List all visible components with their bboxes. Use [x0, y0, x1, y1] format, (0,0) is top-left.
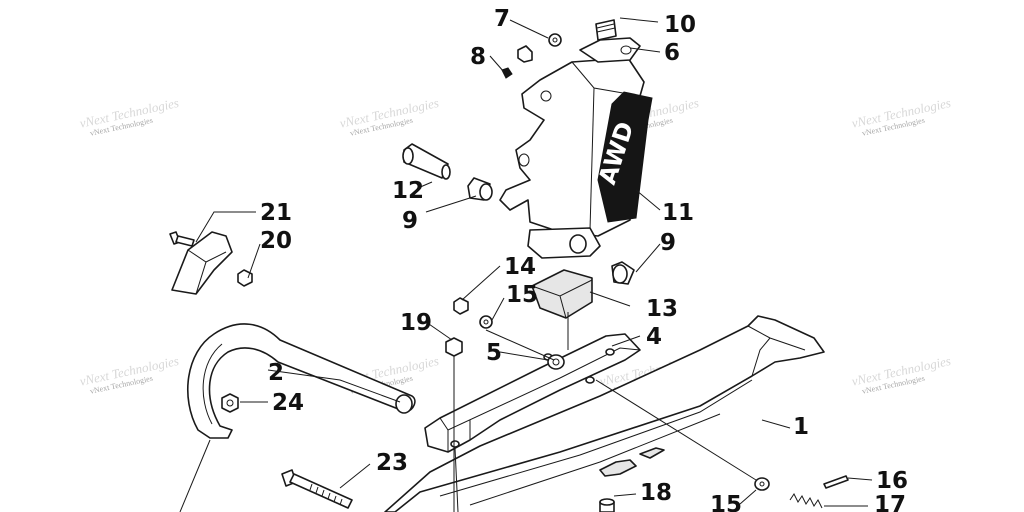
part-ski-saddle[interactable] — [424, 333, 641, 453]
callout-13[interactable]: 13 — [646, 296, 678, 322]
callout-20[interactable]: 20 — [260, 228, 292, 254]
part-spacer-18[interactable] — [599, 498, 615, 512]
part-spindle[interactable]: AWD — [499, 57, 653, 259]
watermark: vNext Technologies vNext Technologies — [850, 95, 952, 138]
part-bushing-9-right[interactable] — [611, 261, 635, 285]
part-fitting-8[interactable] — [501, 67, 513, 79]
part-washer-15-upper[interactable] — [479, 315, 493, 329]
watermark: vNext Technologies vNext Technologies — [338, 95, 440, 138]
part-bracket[interactable] — [171, 231, 233, 295]
part-nut-14[interactable] — [453, 297, 469, 315]
part-bolt-23[interactable] — [281, 469, 353, 509]
leader-lines — [179, 17, 873, 512]
part-bumper-13[interactable] — [531, 269, 593, 319]
part-ski[interactable] — [384, 315, 825, 512]
callout-2[interactable]: 2 — [268, 360, 284, 386]
part-bolt-10[interactable] — [595, 19, 617, 41]
watermark: vNext Technologies vNext Technologies — [78, 95, 180, 138]
callout-group: 1 2 4 5 6 7 8 9 9 10 11 12 13 14 15 15 1… — [260, 6, 908, 512]
callout-15-upper[interactable]: 15 — [506, 282, 538, 308]
callout-6[interactable]: 6 — [664, 40, 680, 66]
callout-4[interactable]: 4 — [646, 324, 662, 350]
callout-17[interactable]: 17 — [874, 492, 906, 512]
callout-1[interactable]: 1 — [793, 414, 809, 440]
part-washer-15-lower[interactable] — [754, 477, 770, 491]
callout-15-lower[interactable]: 15 — [710, 492, 742, 512]
part-ski-handle[interactable] — [186, 323, 416, 439]
part-washer-5[interactable] — [547, 354, 565, 370]
part-bushing-9-left[interactable] — [467, 177, 493, 201]
callout-19[interactable]: 19 — [400, 310, 432, 336]
part-bushing-12[interactable] — [402, 143, 451, 180]
part-washer-7[interactable] — [548, 33, 562, 47]
part-nut-7[interactable] — [517, 45, 533, 63]
callout-9-right[interactable]: 9 — [660, 230, 676, 256]
part-steering-arm-6[interactable] — [579, 37, 641, 63]
callout-12[interactable]: 12 — [392, 178, 424, 204]
part-nut-24[interactable] — [221, 393, 239, 413]
callout-21[interactable]: 21 — [260, 200, 292, 226]
callout-14[interactable]: 14 — [504, 254, 536, 280]
callout-24[interactable]: 24 — [272, 390, 304, 416]
part-spring-17[interactable] — [789, 493, 823, 509]
callout-7[interactable]: 7 — [494, 6, 510, 32]
part-pin-16[interactable] — [823, 475, 849, 489]
callout-8[interactable]: 8 — [470, 44, 486, 70]
watermark: vNext Technologies vNext Technologies — [78, 353, 180, 396]
callout-9-left[interactable]: 9 — [402, 208, 418, 234]
part-screw-21[interactable] — [169, 231, 195, 247]
callout-10[interactable]: 10 — [664, 12, 696, 38]
callout-23[interactable]: 23 — [376, 450, 408, 476]
watermark: vNext Technologies vNext Technologies — [850, 353, 952, 396]
part-nut-19[interactable] — [445, 337, 463, 357]
callout-11[interactable]: 11 — [662, 200, 694, 226]
part-nut-20[interactable] — [237, 269, 253, 287]
callout-5[interactable]: 5 — [486, 340, 502, 366]
callout-18[interactable]: 18 — [640, 480, 672, 506]
callout-16[interactable]: 16 — [876, 468, 908, 494]
